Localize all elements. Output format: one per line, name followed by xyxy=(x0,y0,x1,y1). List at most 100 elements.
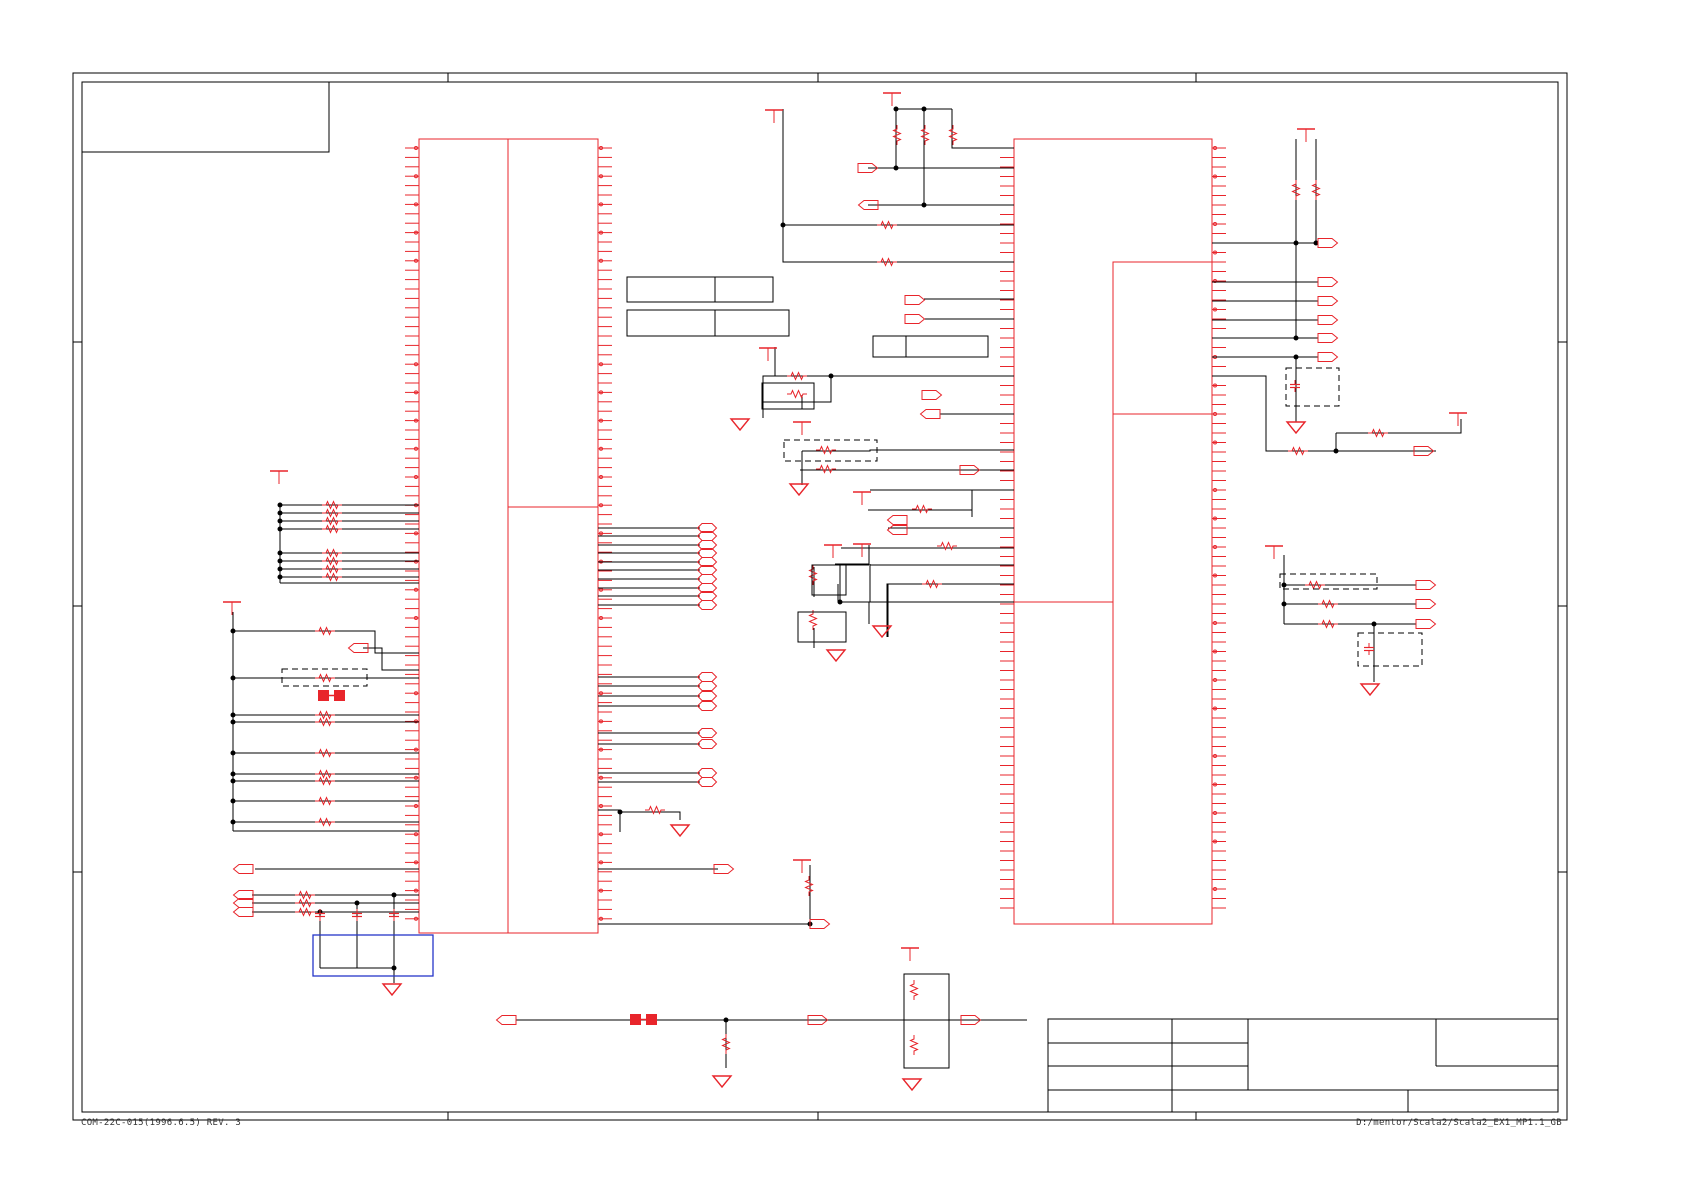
ic-pin-bubble xyxy=(414,860,418,865)
wires xyxy=(230,106,1462,1068)
junction-dot xyxy=(230,628,236,634)
off-page-connector-icon xyxy=(697,739,717,749)
power-rail-icon xyxy=(1264,545,1284,560)
junction-dot xyxy=(277,510,283,516)
ground-icon xyxy=(670,824,690,837)
junction-dot xyxy=(1293,354,1299,360)
resistor-icon xyxy=(1367,429,1389,437)
ic-pin-bubble xyxy=(1213,678,1217,682)
ground-icon xyxy=(382,983,402,996)
resistor-icon xyxy=(910,1034,918,1056)
ic-pin-bubble xyxy=(599,691,603,696)
ic-pin-bubble xyxy=(414,775,418,780)
ic-pin-bubble xyxy=(1213,887,1217,891)
ic-pin-bubble xyxy=(599,258,603,263)
resistor-icon xyxy=(321,549,343,557)
resistor-icon xyxy=(314,674,336,682)
junction-dot xyxy=(1281,582,1287,588)
resistor-icon xyxy=(294,908,316,916)
resistor-icon xyxy=(314,627,336,635)
wire xyxy=(1212,375,1436,452)
ic-pin-bubble xyxy=(1213,754,1217,758)
resistor-icon xyxy=(815,465,837,473)
junction-dot xyxy=(230,712,236,718)
off-page-connector-icon xyxy=(697,672,717,682)
resistor-icon xyxy=(321,517,343,525)
ic-pin-bubble xyxy=(414,691,418,696)
ferrite-bead-icon xyxy=(318,690,345,701)
ic-pin-bubble xyxy=(414,418,418,423)
off-page-connector-icon xyxy=(1317,238,1338,248)
off-page-connector-icon xyxy=(1317,296,1338,306)
ic-pin-bubble xyxy=(414,475,418,479)
power-rail-icon xyxy=(222,601,242,616)
resistor-icon xyxy=(1304,581,1326,589)
junction-dot xyxy=(230,675,236,681)
ic-pin-bubble xyxy=(599,804,603,808)
resistor-icon xyxy=(876,258,898,266)
ic-pin-bubble xyxy=(414,362,418,367)
junction-dot xyxy=(230,778,236,784)
wire xyxy=(951,109,1014,149)
wire xyxy=(802,449,1014,452)
resistor-icon xyxy=(949,124,957,146)
off-page-connector-icon xyxy=(920,409,941,419)
resistor-icon xyxy=(314,777,336,785)
ic-pin-bubble xyxy=(414,888,418,893)
power-rail-icon xyxy=(792,859,812,874)
ic-pin-bubble xyxy=(414,719,418,724)
off-page-connector-icon xyxy=(697,768,717,778)
resistor-icon xyxy=(786,372,808,380)
resistor-icon xyxy=(321,509,343,517)
ic-pin-bubble xyxy=(599,888,603,893)
junction-dot xyxy=(277,526,283,532)
resistor-icon xyxy=(314,770,336,778)
wire xyxy=(762,375,832,418)
drawing-frame xyxy=(72,72,1568,1121)
junction-dot xyxy=(617,809,623,815)
resistor-icon xyxy=(786,390,808,398)
ic-pin-bubble xyxy=(1213,811,1217,815)
resistor-icon xyxy=(809,564,817,586)
power-rail-icon xyxy=(1448,412,1468,427)
resistor-icon xyxy=(314,749,336,757)
ic-pin-bubble xyxy=(1213,412,1217,416)
ground-icon xyxy=(1360,683,1380,696)
off-page-connector-icon xyxy=(887,515,908,525)
capacitor-icon xyxy=(1289,379,1301,393)
ic-pin-bubble xyxy=(599,418,603,423)
ic-pin-bubble xyxy=(599,775,603,780)
ic-pin-bubble xyxy=(1213,383,1217,388)
junction-dot xyxy=(277,574,283,580)
ic-pin-bubble xyxy=(414,446,418,451)
ic-pin-bubble xyxy=(414,916,418,921)
resistor-icon xyxy=(1312,179,1320,201)
ic-pin-bubble xyxy=(599,446,603,451)
ic-pin-bubble xyxy=(599,719,603,724)
junction-dot xyxy=(277,502,283,508)
power-rail-icon xyxy=(823,544,843,559)
off-page-connector-icon xyxy=(233,907,254,917)
power-rail-icon xyxy=(269,470,289,485)
wire xyxy=(868,601,1014,624)
label-boxes xyxy=(626,276,989,358)
ic-pin-bubble xyxy=(599,390,603,395)
ic-pin-bubble xyxy=(599,362,603,367)
wire xyxy=(233,630,419,654)
ferrite-bead-icon xyxy=(630,1014,657,1025)
resistor-icon xyxy=(921,580,943,588)
junction-dot xyxy=(230,771,236,777)
resistor-icon xyxy=(722,1033,730,1055)
off-page-connector-icon xyxy=(697,681,717,691)
ic-pin-bubble xyxy=(1213,516,1217,521)
capacitor-bank-highlight xyxy=(312,934,434,977)
wire xyxy=(868,490,973,511)
ground-icon xyxy=(902,1078,922,1091)
junction-dot xyxy=(1371,621,1377,627)
resistor-icon xyxy=(809,609,817,631)
dashed-boxes xyxy=(281,367,1423,687)
wire xyxy=(782,225,1014,263)
ic-pin-bubble xyxy=(599,616,603,620)
off-page-connector-icon xyxy=(1317,352,1338,362)
ic-pin-bubble xyxy=(414,832,418,837)
